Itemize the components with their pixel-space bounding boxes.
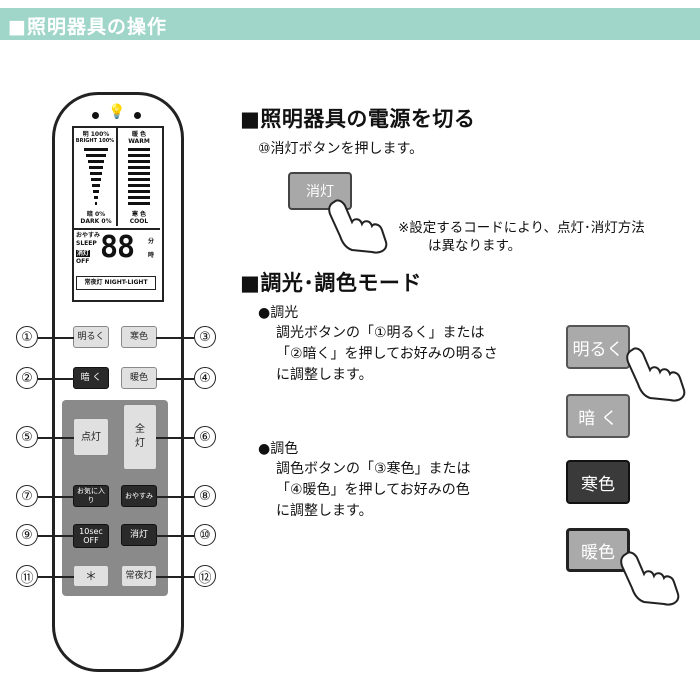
- lcd-off-en: OFF: [76, 258, 90, 265]
- lcd-bright-bottom-en: DARK 0%: [80, 218, 112, 225]
- callout-line-6: [156, 437, 194, 439]
- power-step: ⑩消灯ボタンを押します。: [258, 141, 424, 157]
- brightness-wedge-icon: [84, 148, 108, 205]
- lcd-bright-top-en: BRIGHT 100%: [75, 138, 115, 144]
- callout-7: ⑦: [16, 485, 38, 507]
- lcd-sleep: おやすみ: [76, 232, 101, 239]
- dim-line-1: 調光ボタンの「①明るく」または: [276, 325, 485, 341]
- callout-4: ④: [194, 367, 216, 389]
- callout-line-2: [38, 378, 74, 380]
- callout-line-7: [38, 496, 74, 498]
- dim-line-3: に調整します。: [276, 367, 373, 383]
- callout-11: ⑪: [16, 565, 38, 587]
- brighten-button[interactable]: 明るく: [73, 326, 109, 348]
- lcd-unit-hour: 時: [148, 252, 155, 259]
- hand-pointer-icon: [626, 347, 686, 402]
- hand-pointer-icon: [620, 551, 680, 606]
- night-light-button[interactable]: 常夜灯: [121, 565, 157, 587]
- cool-example-button: 寒色: [566, 460, 630, 504]
- off-button[interactable]: 消灯: [121, 524, 157, 546]
- callout-line-3: [156, 337, 194, 339]
- full-light-button[interactable]: 全 灯: [123, 404, 157, 470]
- indicator-led-right: [134, 112, 141, 119]
- lcd-divider-h: [72, 228, 160, 230]
- callout-line-4: [156, 378, 194, 380]
- callout-line-5: [38, 437, 74, 439]
- dim-example-button: 暗 く: [566, 394, 630, 438]
- callout-9: ⑨: [16, 524, 38, 546]
- hand-pointer-icon: [328, 199, 388, 254]
- lcd-sleep-en: SLEEP: [76, 240, 97, 247]
- warm-example-button: 暖色: [566, 528, 630, 572]
- lcd-digits: 88: [100, 230, 135, 265]
- callout-12: ⑫: [194, 565, 216, 587]
- power-note-1: ※設定するコードにより、点灯･消灯方法: [398, 220, 645, 236]
- dimming-heading: ■調光･調色モード: [240, 271, 422, 295]
- lcd-bright-bottom: 暗 0%: [86, 211, 106, 218]
- color-line-1: 調色ボタンの「③寒色」または: [276, 461, 471, 477]
- ten-sec-off-button[interactable]: 10sec OFF: [73, 524, 109, 548]
- lcd-color-top: 暖 色: [131, 131, 147, 138]
- favorite-button[interactable]: お気に入り: [73, 485, 109, 507]
- lcd-color-bottom: 寒 色: [131, 211, 147, 218]
- color-line-2: 「④暖色」を押してお好みの色: [276, 482, 470, 498]
- color-scale-icon: [128, 148, 150, 205]
- lcd-nightlight: 常夜灯 NIGHT-LIGHT: [84, 279, 148, 286]
- bulb-icon: 💡: [108, 104, 126, 120]
- callout-1: ①: [16, 326, 38, 348]
- power-note-2: は異なります。: [428, 238, 522, 254]
- asterisk-button[interactable]: ＊: [73, 565, 109, 587]
- cool-color-button[interactable]: 寒色: [121, 326, 157, 348]
- callout-line-9: [38, 535, 74, 537]
- lcd-nightlight-box: [76, 276, 156, 290]
- light-on-button[interactable]: 点灯: [73, 418, 109, 456]
- dim-title: ●調光: [258, 305, 299, 321]
- brighten-example-button: 明るく: [566, 325, 630, 369]
- callout-line-8: [156, 496, 194, 498]
- color-title: ●調色: [258, 441, 299, 457]
- lcd-unit-min: 分: [148, 238, 155, 245]
- callout-line-10: [156, 535, 194, 537]
- callout-2: ②: [16, 367, 38, 389]
- lcd-bright-top: 明 100%: [82, 131, 110, 138]
- warm-color-button[interactable]: 暖色: [121, 367, 157, 389]
- callout-5: ⑤: [16, 426, 38, 448]
- dim-button[interactable]: 暗 く: [73, 367, 109, 389]
- indicator-led-left: [92, 112, 99, 119]
- callout-line-12: [156, 576, 194, 578]
- power-heading: ■照明器具の電源を切る: [240, 107, 476, 131]
- dim-line-2: 「②暗く」を押してお好みの明るさ: [276, 346, 498, 362]
- callout-8: ⑧: [194, 485, 216, 507]
- callout-line-1: [38, 337, 74, 339]
- lcd-off-label: 消灯: [76, 250, 91, 257]
- section-header: ■照明器具の操作: [0, 8, 700, 40]
- lcd-divider: [116, 128, 118, 226]
- section-title: ■照明器具の操作: [8, 16, 167, 38]
- callout-10: ⑩: [194, 524, 216, 546]
- sleep-button[interactable]: おやすみ: [121, 485, 157, 507]
- lcd-color-bottom-en: COOL: [129, 218, 149, 225]
- color-line-3: に調整します。: [276, 503, 373, 519]
- callout-line-11: [38, 576, 74, 578]
- lcd-color-top-en: WARM: [128, 138, 150, 145]
- callout-3: ③: [194, 326, 216, 348]
- callout-6: ⑥: [194, 426, 216, 448]
